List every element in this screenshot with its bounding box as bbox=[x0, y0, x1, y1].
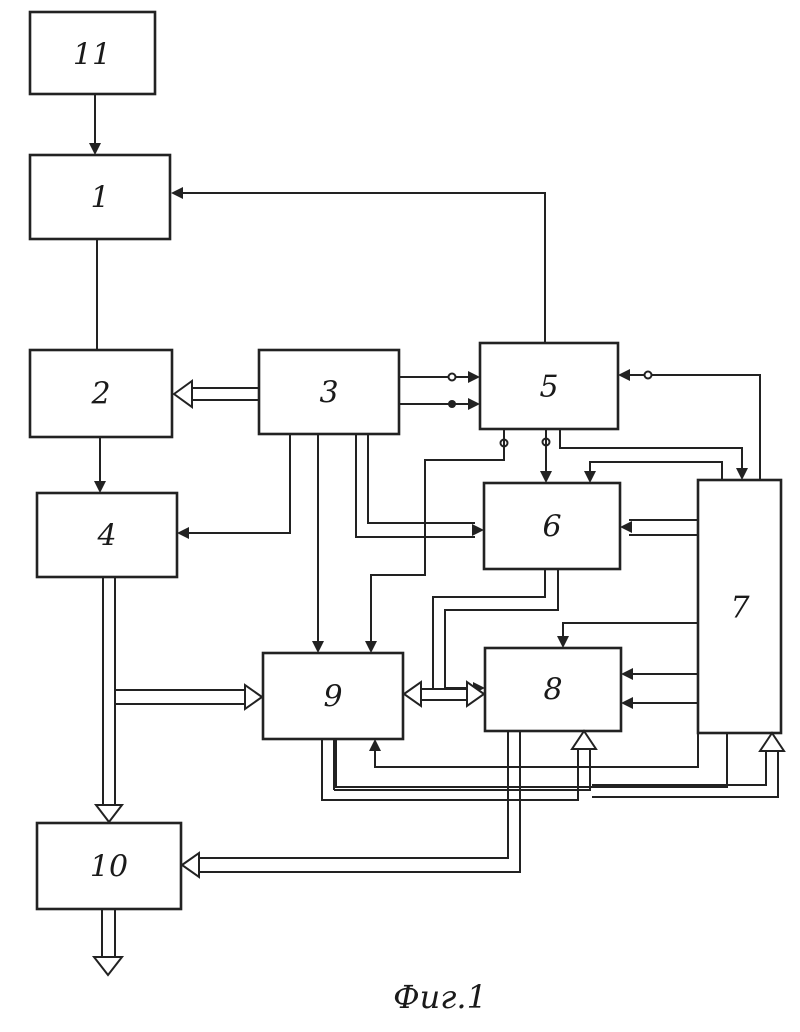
bus-4-to-9 bbox=[115, 685, 262, 709]
block-10: 10 bbox=[37, 823, 181, 909]
block-6-label: 6 bbox=[542, 510, 561, 545]
bus-3-to-2 bbox=[174, 381, 259, 407]
bus-4-output bbox=[96, 577, 122, 822]
block-9-label: 9 bbox=[323, 680, 342, 715]
connection-7-to-5 bbox=[618, 369, 760, 480]
block-6: 6 bbox=[484, 483, 620, 569]
block-4: 4 bbox=[37, 493, 177, 577]
block-11-label: 11 bbox=[73, 38, 111, 73]
bus-8-to-10 bbox=[182, 731, 520, 877]
block-11: 11 bbox=[30, 12, 155, 94]
bus-9-to-8-bottom bbox=[322, 731, 596, 800]
connection-3-to-9 bbox=[312, 434, 324, 653]
connection-5-to-6 bbox=[540, 429, 552, 483]
block-3-label: 3 bbox=[319, 376, 338, 411]
block-5-label: 5 bbox=[539, 370, 558, 405]
connection-5-to-1 bbox=[171, 187, 545, 343]
bus-10-output bbox=[94, 909, 122, 975]
block-5: 5 bbox=[480, 343, 618, 429]
connection-3-to-6 bbox=[356, 434, 484, 537]
block-3: 3 bbox=[259, 350, 399, 434]
block-2: 2 bbox=[30, 350, 172, 437]
feedback-9-loop bbox=[336, 733, 727, 787]
connection-7-to-8-top bbox=[557, 623, 698, 648]
block-4-label: 4 bbox=[96, 519, 116, 554]
block-1-label: 1 bbox=[90, 181, 109, 216]
connection-11-to-1 bbox=[89, 94, 101, 155]
connection-7-to-6-side bbox=[620, 520, 698, 535]
connection-2-to-4 bbox=[94, 437, 106, 493]
block-7-label: 7 bbox=[730, 591, 750, 626]
block-8: 8 bbox=[485, 648, 621, 731]
figure-caption: Фиг.1 bbox=[393, 978, 487, 1016]
block-7: 7 bbox=[698, 480, 781, 733]
connection-7-to-8-side bbox=[621, 668, 698, 709]
block-10-label: 10 bbox=[90, 850, 128, 885]
connection-3-to-5 bbox=[399, 371, 480, 410]
block-1: 1 bbox=[30, 155, 170, 239]
block-2-label: 2 bbox=[90, 377, 110, 412]
connection-3-to-4 bbox=[177, 434, 290, 539]
block-8-label: 8 bbox=[543, 673, 562, 708]
block-9: 9 bbox=[263, 653, 403, 739]
